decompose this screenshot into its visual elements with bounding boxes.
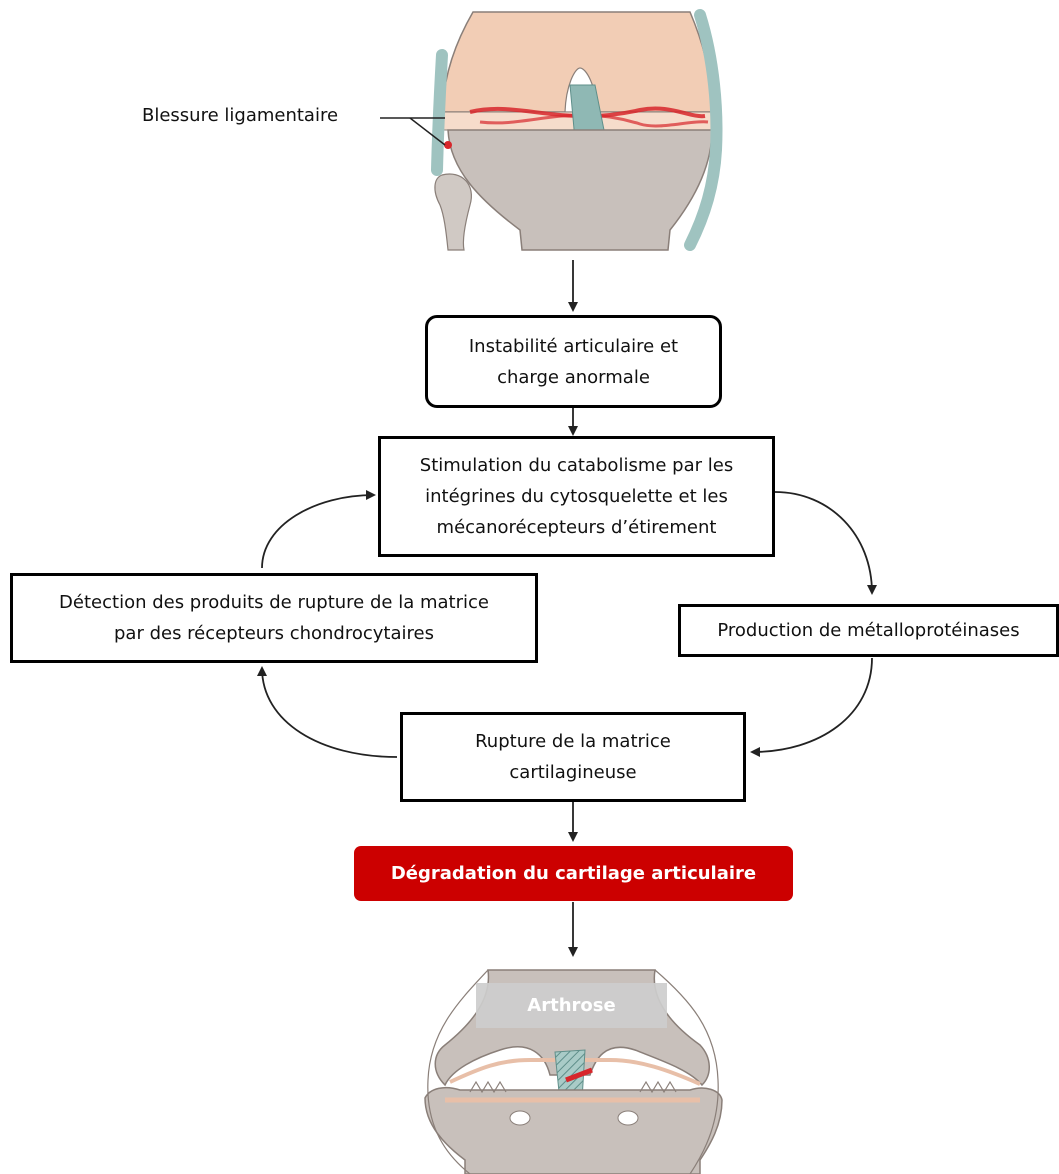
instability-box: Instabilité articulaire et charge anorma…: [425, 315, 722, 408]
injury-pointer-line-2: [409, 117, 446, 146]
detection-box: Détection des produits de rupture de la …: [10, 573, 538, 663]
arrow-production-to-rupture: [750, 657, 873, 757]
degradation-box: Dégradation du cartilage articulaire: [354, 846, 793, 901]
rupture-text: Rupture de la matrice cartilagineuse: [475, 731, 671, 783]
arrow-stimulation-to-production: [774, 491, 877, 595]
production-box: Production de métalloprotéinases: [678, 604, 1059, 657]
production-text: Production de métalloprotéinases: [717, 620, 1020, 641]
rupture-box: Rupture de la matrice cartilagineuse: [400, 712, 746, 802]
injury-label: Blessure ligamentaire: [142, 105, 339, 126]
arrow-rupture-to-detection: [257, 666, 398, 758]
healthy-knee-illustration: [431, 9, 723, 251]
stimulation-box: Stimulation du catabolisme par les intég…: [378, 436, 775, 557]
instability-text: Instabilité articulaire et charge anorma…: [468, 335, 679, 388]
arrow-detection-to-stimulation: [261, 490, 376, 569]
degradation-text: Dégradation du cartilage articulaire: [390, 863, 757, 884]
stimulation-text: Stimulation du catabolisme par les intég…: [419, 455, 734, 538]
arthrose-label: Arthrose: [476, 983, 667, 1028]
detection-text: Détection des produits de rupture de la …: [59, 592, 489, 644]
